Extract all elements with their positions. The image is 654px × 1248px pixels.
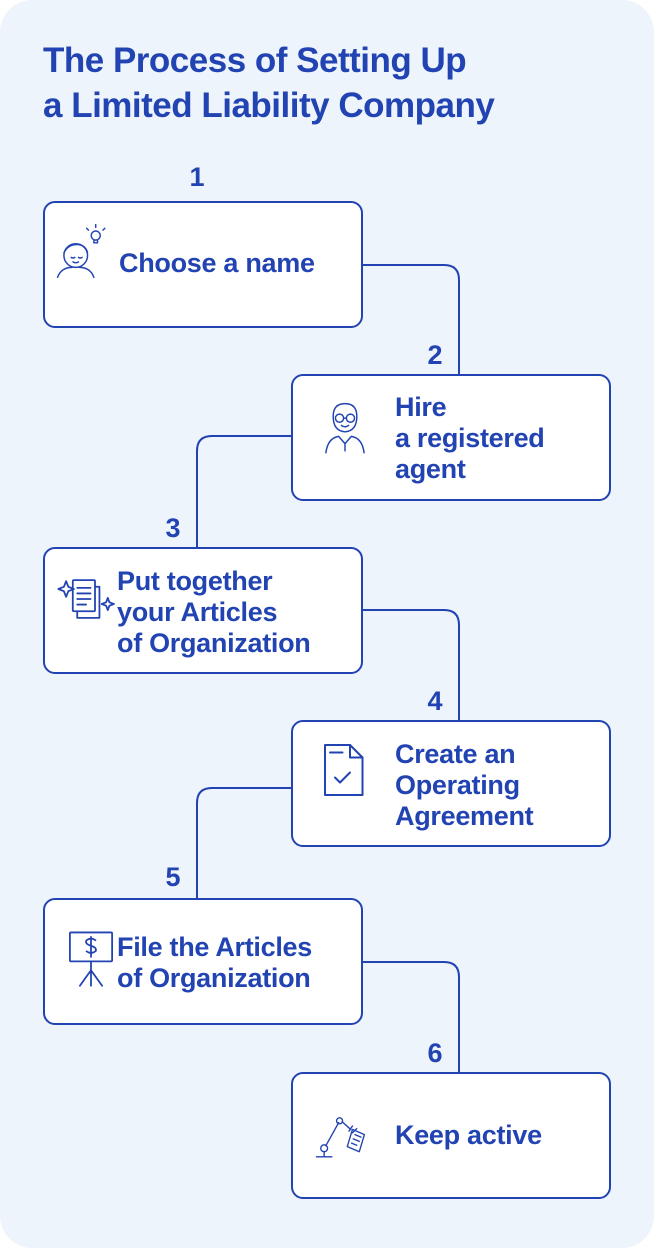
step-label-line: of Organization xyxy=(117,628,311,658)
person-lightbulb-icon xyxy=(56,223,106,279)
connector-5-6 xyxy=(363,961,460,1072)
step-box-4: Create an Operating Agreement xyxy=(291,720,611,847)
connector-3-4 xyxy=(363,609,460,720)
step-label-line: Put together xyxy=(117,566,273,596)
connector-2-3 xyxy=(196,435,291,547)
step-number-3: 3 xyxy=(165,513,181,543)
step-label-2: Hire a registered agent xyxy=(395,392,545,485)
step-label-5: File the Articles of Organization xyxy=(117,932,312,994)
document-check-icon xyxy=(324,744,364,796)
documents-sparkle-icon xyxy=(57,579,115,619)
robot-arm-document-icon xyxy=(315,1117,366,1158)
title-line-1: The Process of Setting Up xyxy=(43,41,467,80)
step-box-6: Keep active xyxy=(291,1072,611,1199)
step-label-line: Operating xyxy=(395,770,520,800)
step-label-line: a registered xyxy=(395,423,545,453)
step-number-4: 4 xyxy=(427,686,443,716)
step-number-6: 6 xyxy=(427,1038,443,1068)
step-box-3: Put together your Articles of Organizati… xyxy=(43,547,363,674)
title-line-2: a Limited Liability Company xyxy=(43,86,495,125)
step-label-line: agent xyxy=(395,454,466,484)
step-label-line: Hire xyxy=(395,392,447,422)
step-label-line: File the Articles xyxy=(117,932,312,962)
step-box-1: Choose a name xyxy=(43,201,363,328)
step-number-1: 1 xyxy=(189,162,205,192)
dollar-board-icon xyxy=(69,931,113,987)
step-label-line: Agreement xyxy=(395,801,534,831)
connector-4-5 xyxy=(196,787,291,898)
step-label-4: Create an Operating Agreement xyxy=(395,739,534,832)
step-number-2: 2 xyxy=(427,340,443,370)
step-number-5: 5 xyxy=(165,862,181,892)
connector-1-2 xyxy=(363,264,460,374)
step-label-6: Keep active xyxy=(395,1120,542,1151)
step-box-5: File the Articles of Organization xyxy=(43,898,363,1025)
step-label-1: Choose a name xyxy=(119,248,315,279)
step-label-3: Put together your Articles of Organizati… xyxy=(117,566,311,659)
step-label-line: Choose a name xyxy=(119,248,315,278)
step-box-2: Hire a registered agent xyxy=(291,374,611,501)
step-label-line: your Articles xyxy=(117,597,278,627)
step-label-line: Create an xyxy=(395,739,516,769)
step-label-line: Keep active xyxy=(395,1120,542,1150)
page-title: The Process of Setting Up a Limited Liab… xyxy=(43,38,633,128)
step-label-line: of Organization xyxy=(117,963,311,993)
person-glasses-icon xyxy=(325,402,365,454)
